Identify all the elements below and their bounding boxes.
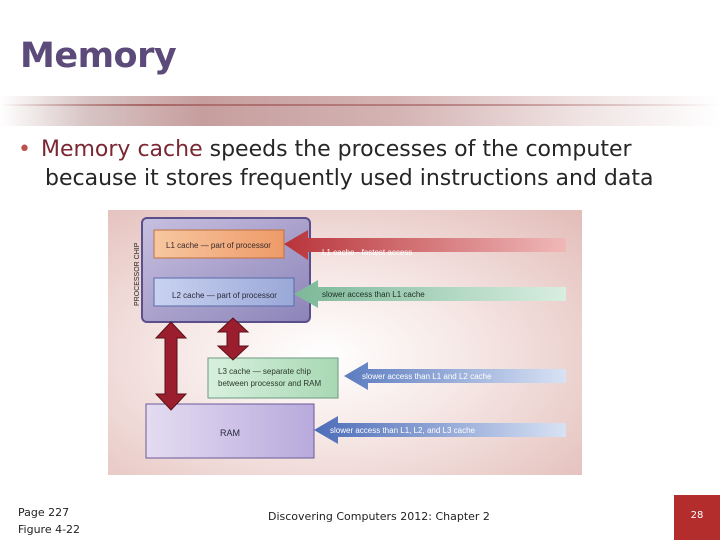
title-divider-line	[0, 104, 720, 106]
bullet-line1-rest: speeds the processes of the computer	[202, 137, 632, 162]
memory-cache-diagram: PROCESSOR CHIP L1 cache — part of proces…	[134, 217, 566, 459]
arrow-l2-access: slower access than L1 cache	[294, 280, 566, 308]
arrow-ram-label: slower access than L1, L2, and L3 cache	[330, 426, 476, 435]
footer-book-title: Discovering Computers 2012: Chapter 2	[268, 510, 490, 523]
arrow-l2-label: slower access than L1 cache	[322, 290, 425, 299]
ram-label: RAM	[220, 428, 240, 438]
ram-box: RAM	[145, 403, 315, 459]
arrow-l3-label: slower access than L1 and L2 cache	[362, 372, 492, 381]
l3-cache-label-line1: L3 cache — separate chip	[218, 367, 311, 376]
footer-page-ref: Page 227	[18, 506, 70, 519]
footer-references: Page 227 Figure 4-22	[18, 504, 80, 538]
l2-cache-label: L2 cache — part of processor	[172, 291, 277, 300]
double-arrow-chip-l3	[216, 317, 250, 361]
bullet-highlight: Memory cache	[40, 137, 203, 162]
l1-cache-box: L1 cache — part of processor	[153, 229, 285, 259]
bullet-line2: because it stores frequently used instru…	[45, 166, 654, 191]
processor-chip-label: PROCESSOR CHIP	[134, 242, 141, 306]
slide-number: 28	[690, 510, 704, 521]
l2-cache-box: L2 cache — part of processor	[153, 277, 295, 307]
bullet-paragraph: • Memory cache speeds the processes of th…	[18, 135, 708, 193]
title-divider-band	[0, 96, 720, 126]
l3-cache-label-line2: between processor and RAM	[218, 379, 322, 388]
slide-title: Memory	[20, 36, 177, 76]
arrow-l1-label: L1 cache - fastest access	[322, 248, 412, 257]
memory-cache-figure: PROCESSOR CHIP L1 cache — part of proces…	[108, 210, 582, 475]
arrow-l3-access: slower access than L1 and L2 cache	[344, 362, 566, 390]
slide-number-box: 28	[674, 495, 720, 540]
double-arrow-chip-ram	[154, 321, 188, 411]
l3-cache-box: L3 cache — separate chip between process…	[207, 357, 339, 399]
bullet-dot: •	[18, 137, 31, 162]
footer-figure-ref: Figure 4-22	[18, 523, 81, 536]
arrow-ram-access: slower access than L1, L2, and L3 cache	[314, 416, 566, 444]
arrow-l1-access: L1 cache - fastest access	[284, 230, 566, 260]
l1-cache-label: L1 cache — part of processor	[166, 241, 271, 250]
